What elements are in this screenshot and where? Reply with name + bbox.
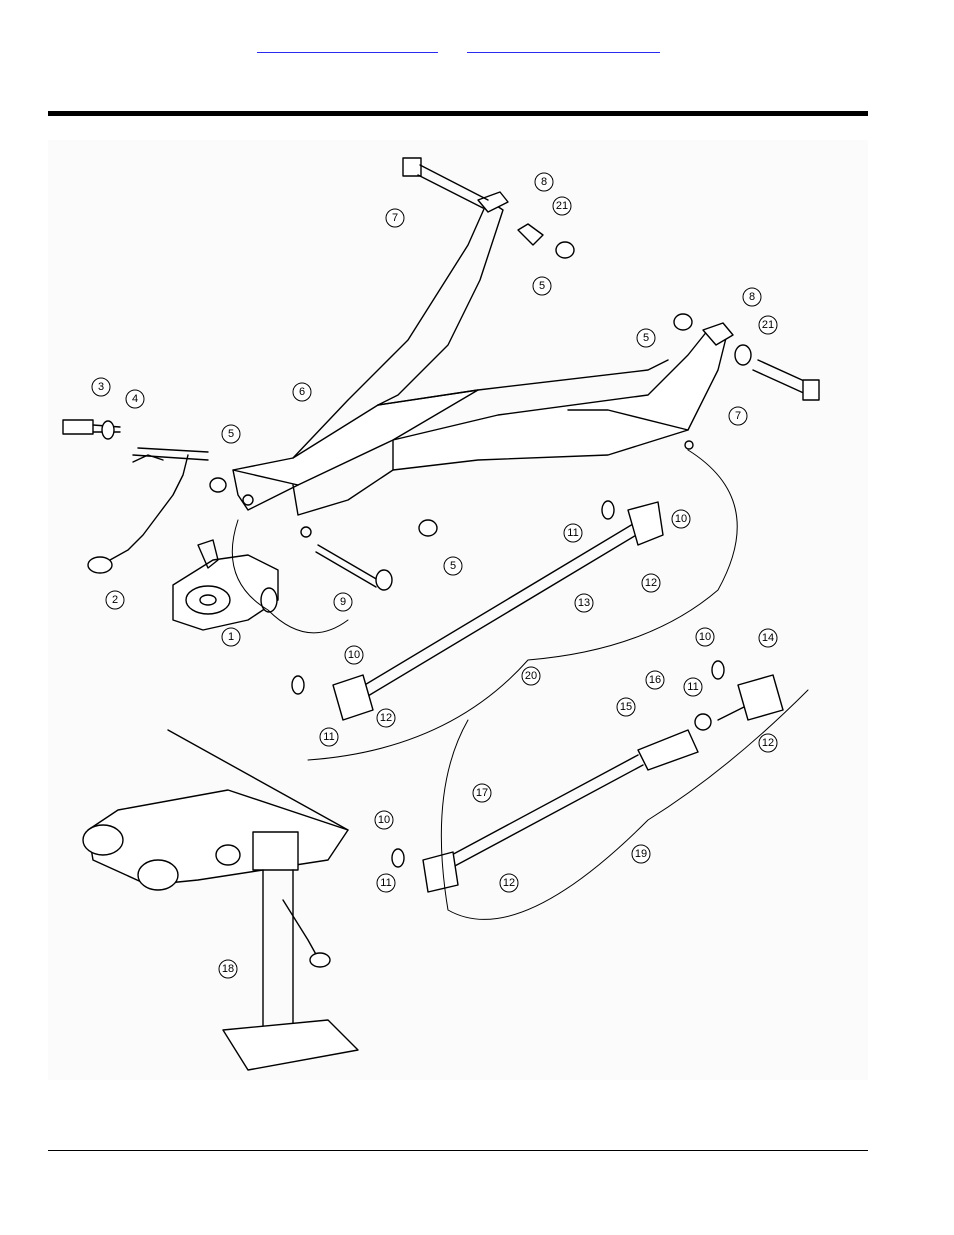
callout-15: 15: [616, 697, 636, 717]
svg-text:7: 7: [392, 212, 398, 224]
callout-19: 19: [631, 844, 651, 864]
header-rule: [48, 111, 868, 116]
svg-text:10: 10: [699, 631, 711, 643]
callout-10c: 10: [695, 627, 715, 647]
nut-5: [209, 477, 227, 493]
nut-5-b: [418, 519, 438, 537]
callout-18: 18: [218, 959, 238, 979]
callout-20: 20: [521, 666, 541, 686]
svg-text:16: 16: [649, 674, 661, 686]
callout-11d: 11: [376, 873, 396, 893]
svg-text:11: 11: [323, 731, 334, 743]
assembly-boundaries: [231, 449, 809, 920]
callout-11c: 11: [683, 677, 703, 697]
svg-text:5: 5: [643, 332, 649, 344]
callout-21b: 21: [758, 315, 778, 335]
callout-5c: 5: [532, 276, 552, 296]
svg-text:5: 5: [539, 280, 545, 292]
parts-diagram: 1 2 3 4 5 5 5 5 6 7 7 8 8 9 10 10 10 10 …: [48, 140, 868, 1080]
callout-12b: 12: [641, 573, 661, 593]
svg-text:12: 12: [380, 712, 392, 724]
svg-text:9: 9: [340, 596, 346, 608]
svg-text:5: 5: [228, 428, 234, 440]
tie-rod-13: [291, 500, 664, 721]
safety-chain: [62, 419, 209, 574]
nav-link-1[interactable]: [257, 30, 438, 53]
svg-text:8: 8: [749, 291, 755, 303]
svg-text:11: 11: [687, 681, 698, 693]
nav-link-2[interactable]: [467, 30, 660, 53]
callout-5: 5: [221, 424, 241, 444]
callout-7: 7: [385, 208, 405, 228]
svg-text:8: 8: [541, 176, 547, 188]
svg-text:5: 5: [450, 560, 456, 572]
callout-8b: 8: [742, 287, 762, 307]
callout-2: 2: [105, 590, 125, 610]
jack-stand: [82, 729, 359, 1071]
svg-text:4: 4: [132, 393, 138, 405]
callout-17: 17: [472, 783, 492, 803]
callout-3: 3: [91, 377, 111, 397]
callout-9: 9: [333, 592, 353, 612]
svg-text:13: 13: [578, 597, 590, 609]
pin-9: [315, 544, 393, 591]
callout-12: 12: [376, 708, 396, 728]
hitch-frame: [232, 191, 734, 538]
callout-8: 8: [534, 172, 554, 192]
callout-6: 6: [292, 382, 312, 402]
svg-text:15: 15: [620, 701, 632, 713]
svg-text:3: 3: [98, 381, 104, 393]
bolt-7-top: [402, 157, 575, 259]
svg-text:6: 6: [299, 386, 305, 398]
callout-16: 16: [645, 670, 665, 690]
callout-13: 13: [574, 593, 594, 613]
svg-text:12: 12: [645, 577, 657, 589]
svg-text:7: 7: [735, 410, 741, 422]
bolt-7-right: [673, 313, 820, 401]
footer-rule: [48, 1150, 868, 1151]
adjustable-rod: [391, 660, 784, 893]
callout-7b: 7: [728, 406, 748, 426]
callout-11b: 11: [563, 523, 583, 543]
svg-text:10: 10: [675, 513, 687, 525]
svg-text:2: 2: [112, 594, 118, 606]
callout-1: 1: [221, 627, 241, 647]
callout-10: 10: [344, 645, 364, 665]
svg-text:10: 10: [348, 649, 360, 661]
svg-text:12: 12: [503, 877, 515, 889]
svg-text:19: 19: [635, 848, 647, 860]
svg-text:14: 14: [762, 632, 774, 644]
callout-12c: 12: [758, 733, 778, 753]
callout-4: 4: [125, 389, 145, 409]
svg-text:1: 1: [228, 631, 234, 643]
clevis: [172, 539, 279, 631]
svg-text:21: 21: [762, 319, 774, 331]
callout-11: 11: [319, 727, 339, 747]
svg-text:18: 18: [222, 963, 234, 975]
callout-12d: 12: [499, 873, 519, 893]
svg-text:21: 21: [556, 200, 568, 212]
callout-5d: 5: [636, 328, 656, 348]
svg-text:17: 17: [476, 787, 488, 799]
svg-text:20: 20: [525, 670, 537, 682]
callout-10d: 10: [374, 810, 394, 830]
svg-text:10: 10: [378, 814, 390, 826]
callout-21: 21: [552, 196, 572, 216]
svg-text:11: 11: [380, 877, 391, 889]
svg-text:12: 12: [762, 737, 774, 749]
callout-14: 14: [758, 628, 778, 648]
svg-text:11: 11: [567, 527, 578, 539]
callout-10b: 10: [671, 509, 691, 529]
callout-5b: 5: [443, 556, 463, 576]
